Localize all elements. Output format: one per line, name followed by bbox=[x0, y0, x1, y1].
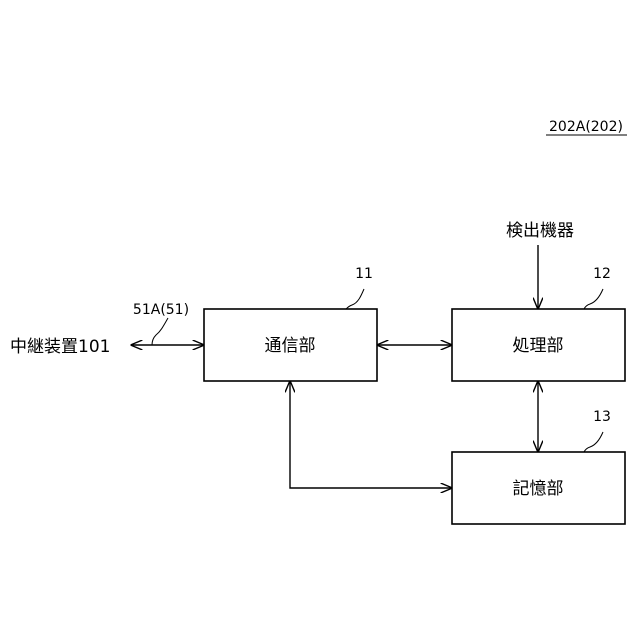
sensor-device-label: 検出機器 bbox=[506, 221, 574, 241]
mem-unit-block: 記憶部 bbox=[452, 452, 625, 524]
link-label-leader bbox=[152, 318, 168, 345]
comm-mem-arrow bbox=[290, 381, 452, 488]
proc-unit-ref-leader bbox=[584, 289, 603, 309]
proc-unit-label: 処理部 bbox=[513, 336, 564, 356]
comm-unit-block: 通信部 bbox=[204, 309, 377, 381]
comm-unit-ref-leader bbox=[346, 289, 364, 309]
link-label: 51A(51) bbox=[133, 302, 189, 318]
comm-unit-label: 通信部 bbox=[265, 336, 316, 356]
mem-unit-ref-leader bbox=[584, 432, 603, 452]
mem-unit-ref: 13 bbox=[593, 409, 611, 425]
proc-unit-block: 処理部 bbox=[452, 309, 625, 381]
mem-unit-label: 記憶部 bbox=[513, 479, 564, 499]
proc-unit-ref: 12 bbox=[593, 266, 611, 282]
comm-unit-ref: 11 bbox=[355, 266, 373, 282]
relay-device-label: 中継装置101 bbox=[10, 337, 110, 357]
figure-label: 202A(202) bbox=[549, 119, 623, 135]
